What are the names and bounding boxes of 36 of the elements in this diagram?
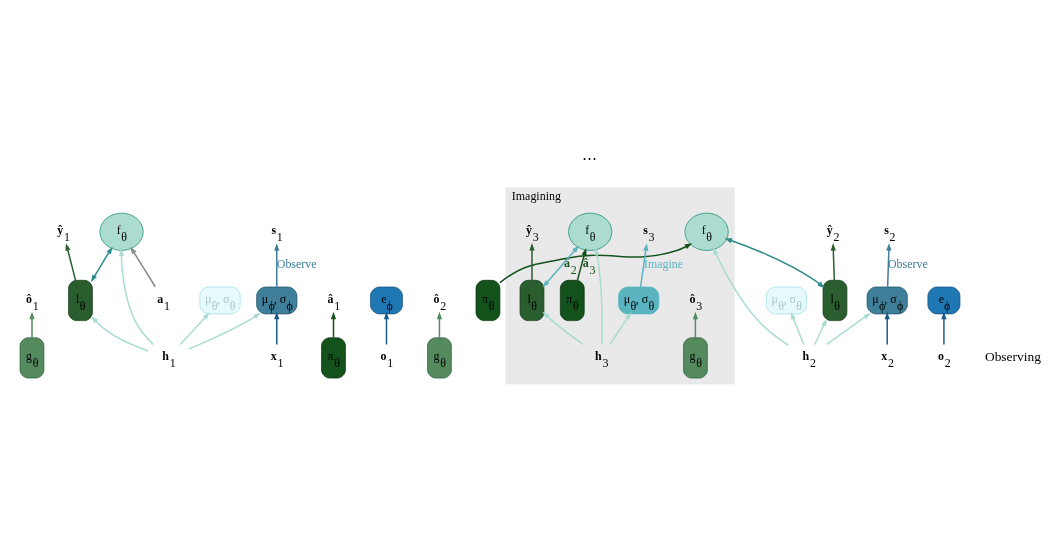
arrow: [65, 242, 77, 281]
arrow: [576, 247, 587, 281]
arrow: [274, 311, 280, 345]
arrow: [179, 311, 210, 345]
arrow: [825, 312, 872, 345]
arrow: [790, 311, 805, 345]
arrow: [118, 247, 155, 345]
edge-label: Observe: [887, 256, 928, 271]
arrow: [187, 312, 261, 350]
arrow: [609, 311, 632, 345]
arrow: [884, 311, 890, 345]
arrow: [330, 311, 337, 338]
arrow: [274, 242, 280, 287]
arrow: [542, 244, 579, 287]
arrow: [499, 242, 693, 284]
edge-label: Imagine: [643, 256, 684, 271]
arrow: [712, 246, 790, 346]
arrow: [886, 242, 892, 287]
arrow: [692, 311, 699, 338]
arrow: [814, 318, 827, 345]
arrow: [436, 311, 443, 338]
arrow: [91, 315, 149, 352]
arrow: [130, 246, 156, 287]
arrow: [724, 237, 825, 288]
edge-label: Observe: [276, 256, 317, 271]
arrow: [594, 247, 603, 345]
label: ⋯: [582, 149, 598, 166]
arrow: [90, 246, 113, 282]
arrow: [830, 242, 836, 281]
label: Observing: [984, 348, 1041, 364]
arrow: [639, 242, 649, 287]
arrow: [29, 311, 35, 338]
arrow: [383, 311, 390, 345]
arrow: [542, 311, 584, 345]
arrow: [941, 311, 947, 345]
arrow: [529, 242, 535, 281]
